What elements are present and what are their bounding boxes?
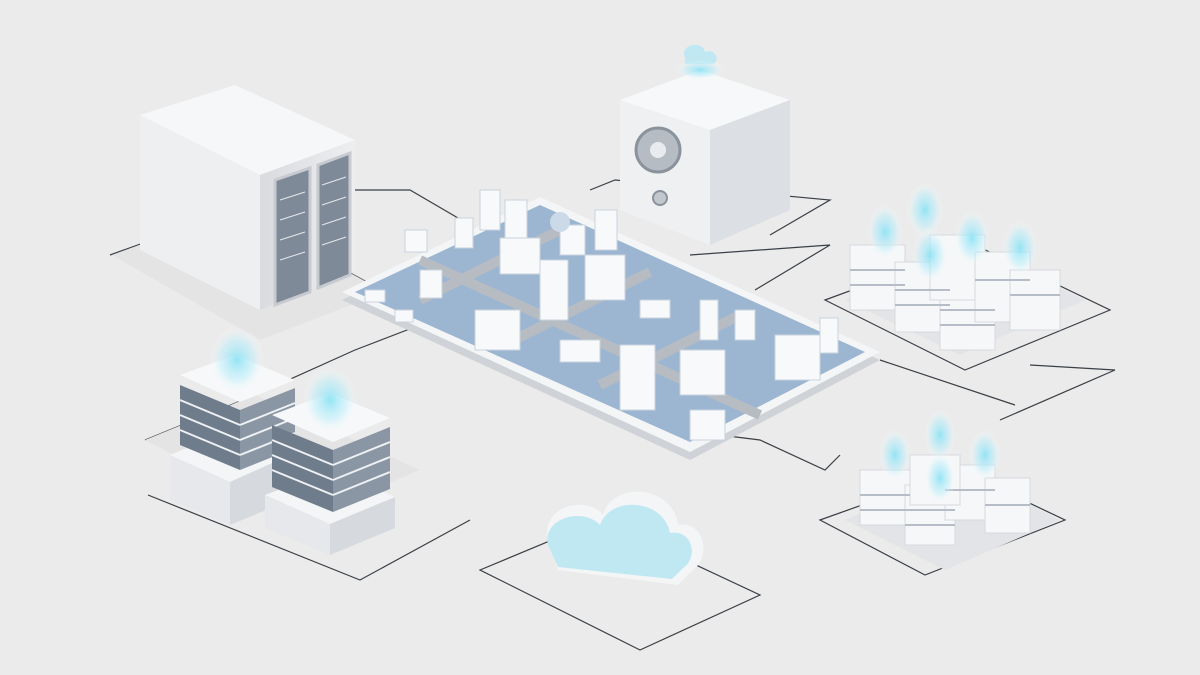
line-mid [879,359,1016,406]
smart-city-icon [342,189,880,460]
vault-safe-icon [620,44,790,245]
cloud-icon [547,491,704,585]
line-servers-base [147,494,471,581]
server-stack-icon-left [170,326,395,555]
server-stack-icon-bottom-right [845,409,1060,570]
server-stack-icon-top-right [845,182,1085,355]
line-stack-top [999,364,1116,421]
line-rack-city [355,189,471,226]
server-rack-icon [140,85,355,310]
line-safe-city [689,244,831,291]
